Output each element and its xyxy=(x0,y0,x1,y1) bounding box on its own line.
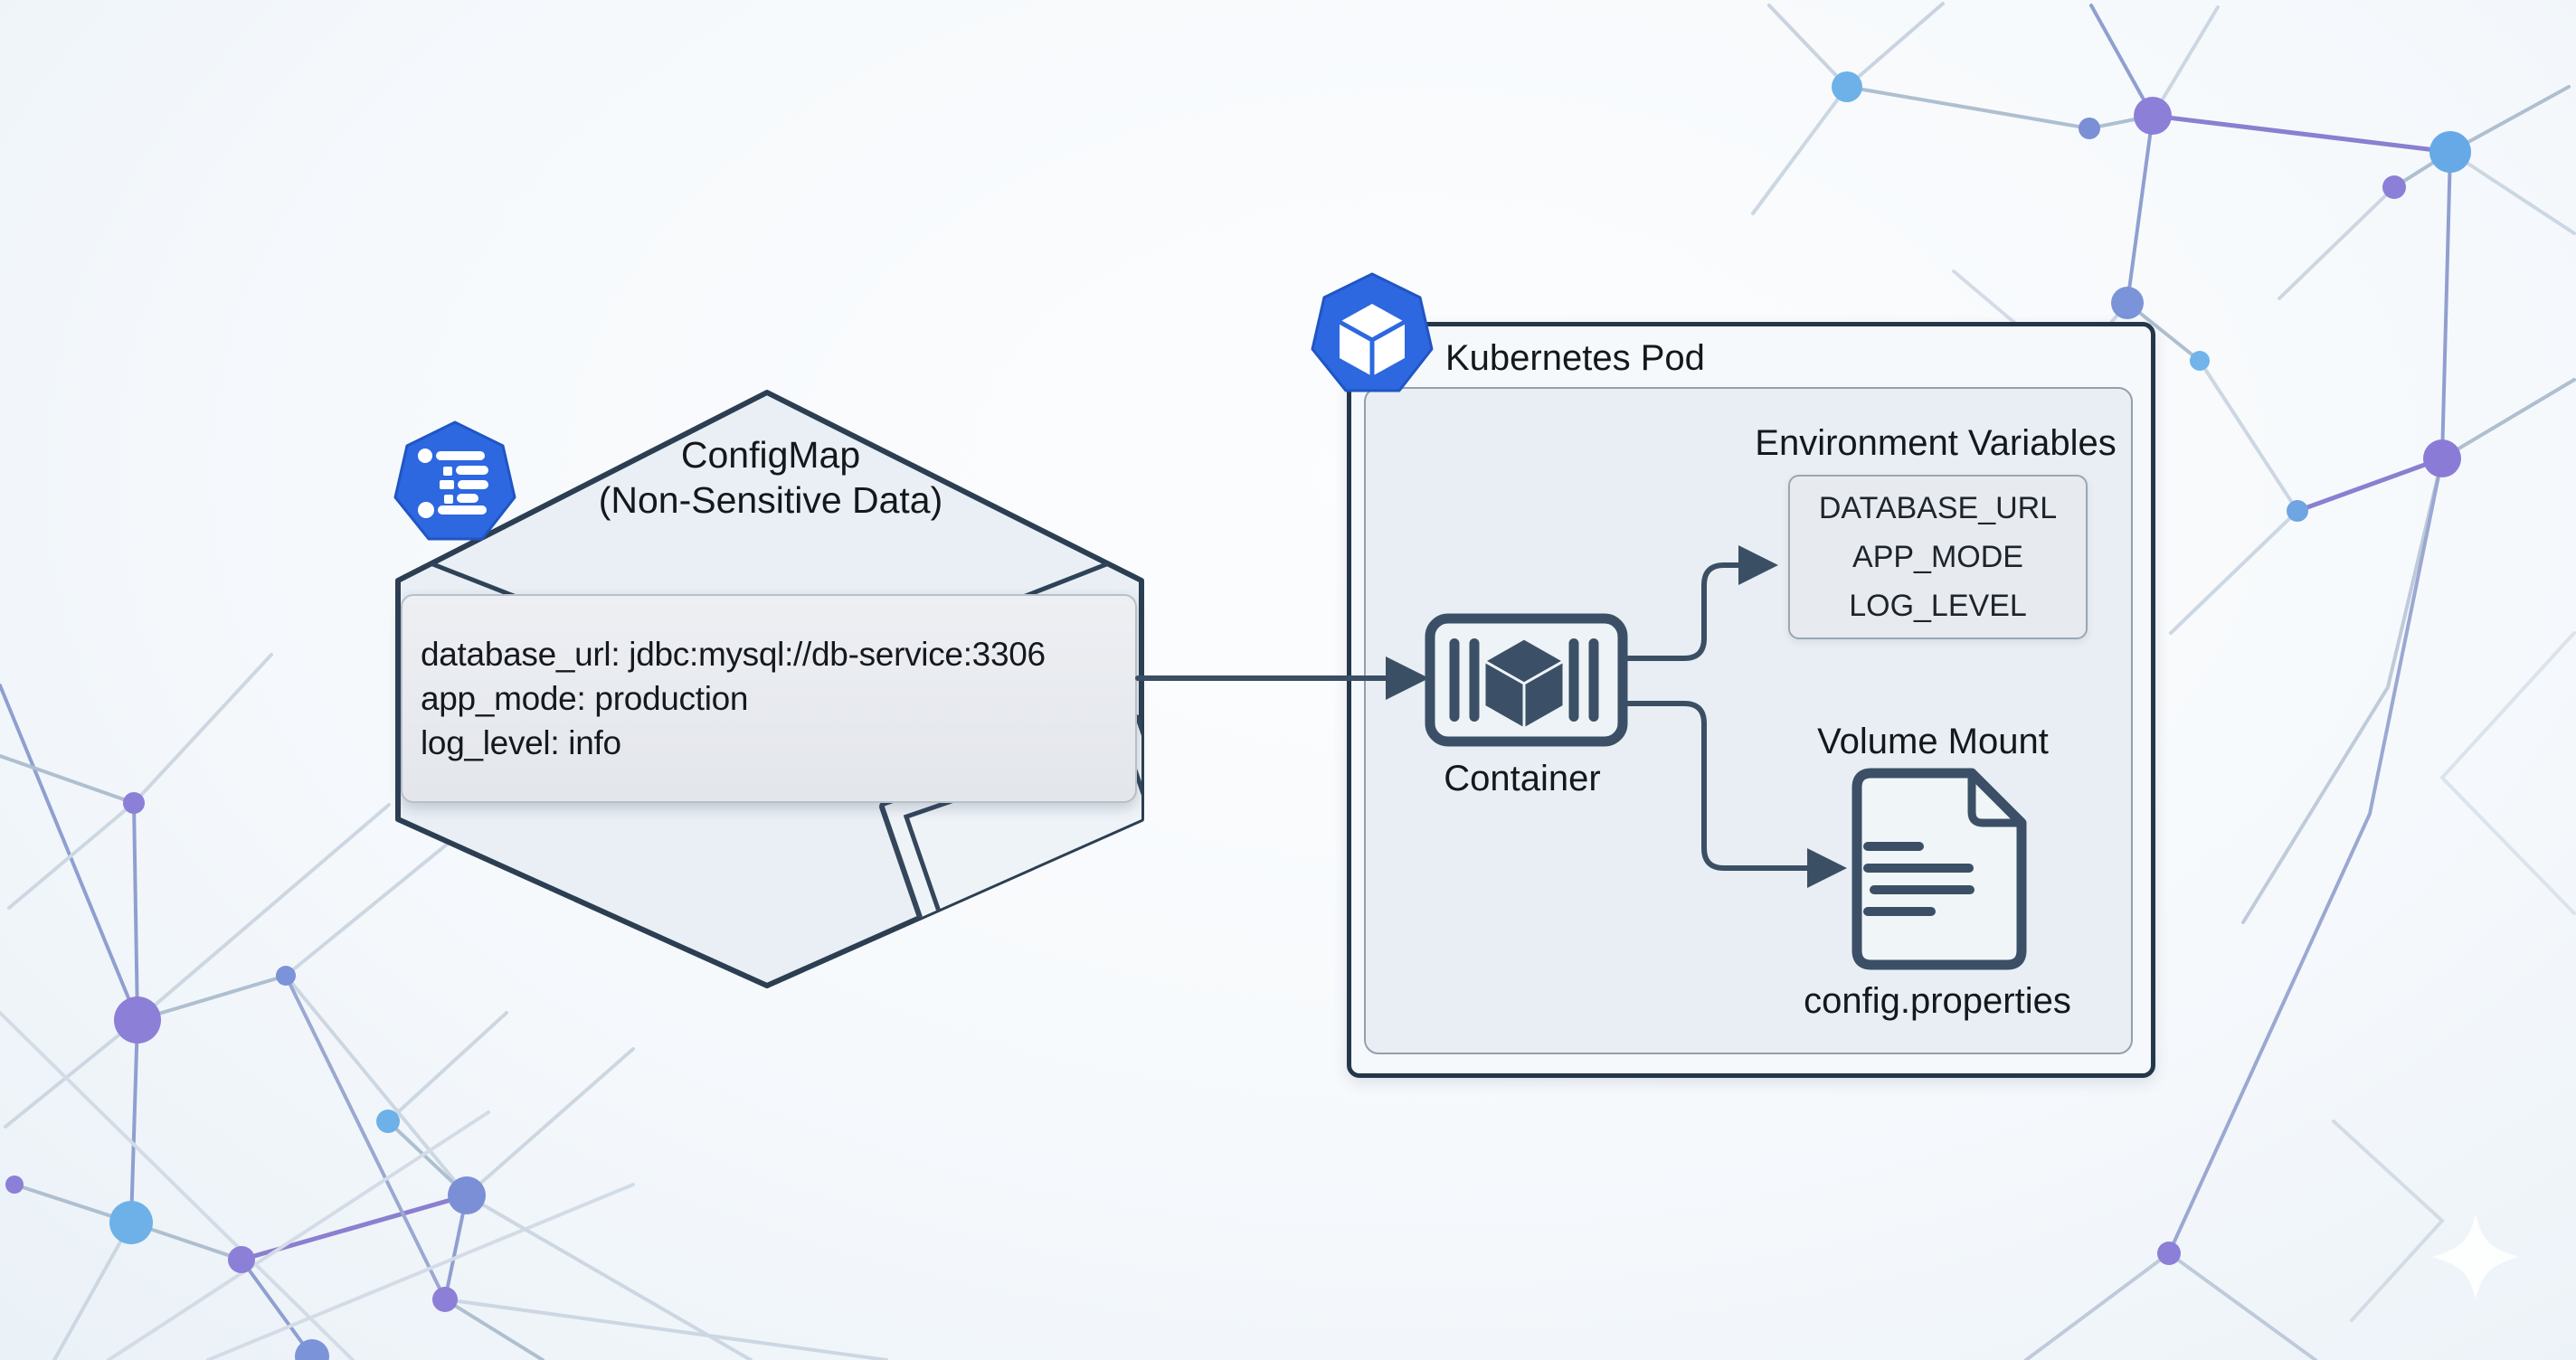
configmap-heading: ConfigMap (Non-Sensitive Data) xyxy=(409,432,1132,523)
configmap-icon xyxy=(393,420,516,541)
env-var: APP_MODE xyxy=(1852,540,2023,574)
volume-mount-title: Volume Mount xyxy=(1817,722,2049,761)
container-icon xyxy=(1425,613,1628,747)
env-var: LOG_LEVEL xyxy=(1849,589,2027,623)
arrow-container-to-volume xyxy=(1620,701,1847,888)
config-file-label: config.properties xyxy=(1804,981,2071,1021)
env-variables-box: DATABASE_URL APP_MODE LOG_LEVEL xyxy=(1788,475,2088,639)
code-line: log_level: info xyxy=(421,724,621,761)
env-variables-title: Environment Variables xyxy=(1755,423,2117,463)
configmap-code-box: database_url: jdbc:mysql://db-service:33… xyxy=(401,594,1137,803)
configmap-subtitle: (Non-Sensitive Data) xyxy=(598,479,943,521)
code-line: app_mode: production xyxy=(421,680,749,717)
arrow-configmap-to-container xyxy=(1135,656,1429,700)
env-var: DATABASE_URL xyxy=(1818,491,2058,525)
sparkle-decoration xyxy=(2432,1214,2519,1300)
pod-title: Kubernetes Pod xyxy=(1445,338,1705,378)
configmap-title: ConfigMap xyxy=(680,434,861,476)
arrow-container-to-env xyxy=(1620,545,1778,661)
code-line: database_url: jdbc:mysql://db-service:33… xyxy=(421,636,1046,673)
network-bottom-left xyxy=(0,653,888,1360)
kubernetes-icon xyxy=(1311,272,1434,392)
file-icon xyxy=(1852,768,2027,970)
container-label: Container xyxy=(1444,759,1601,798)
